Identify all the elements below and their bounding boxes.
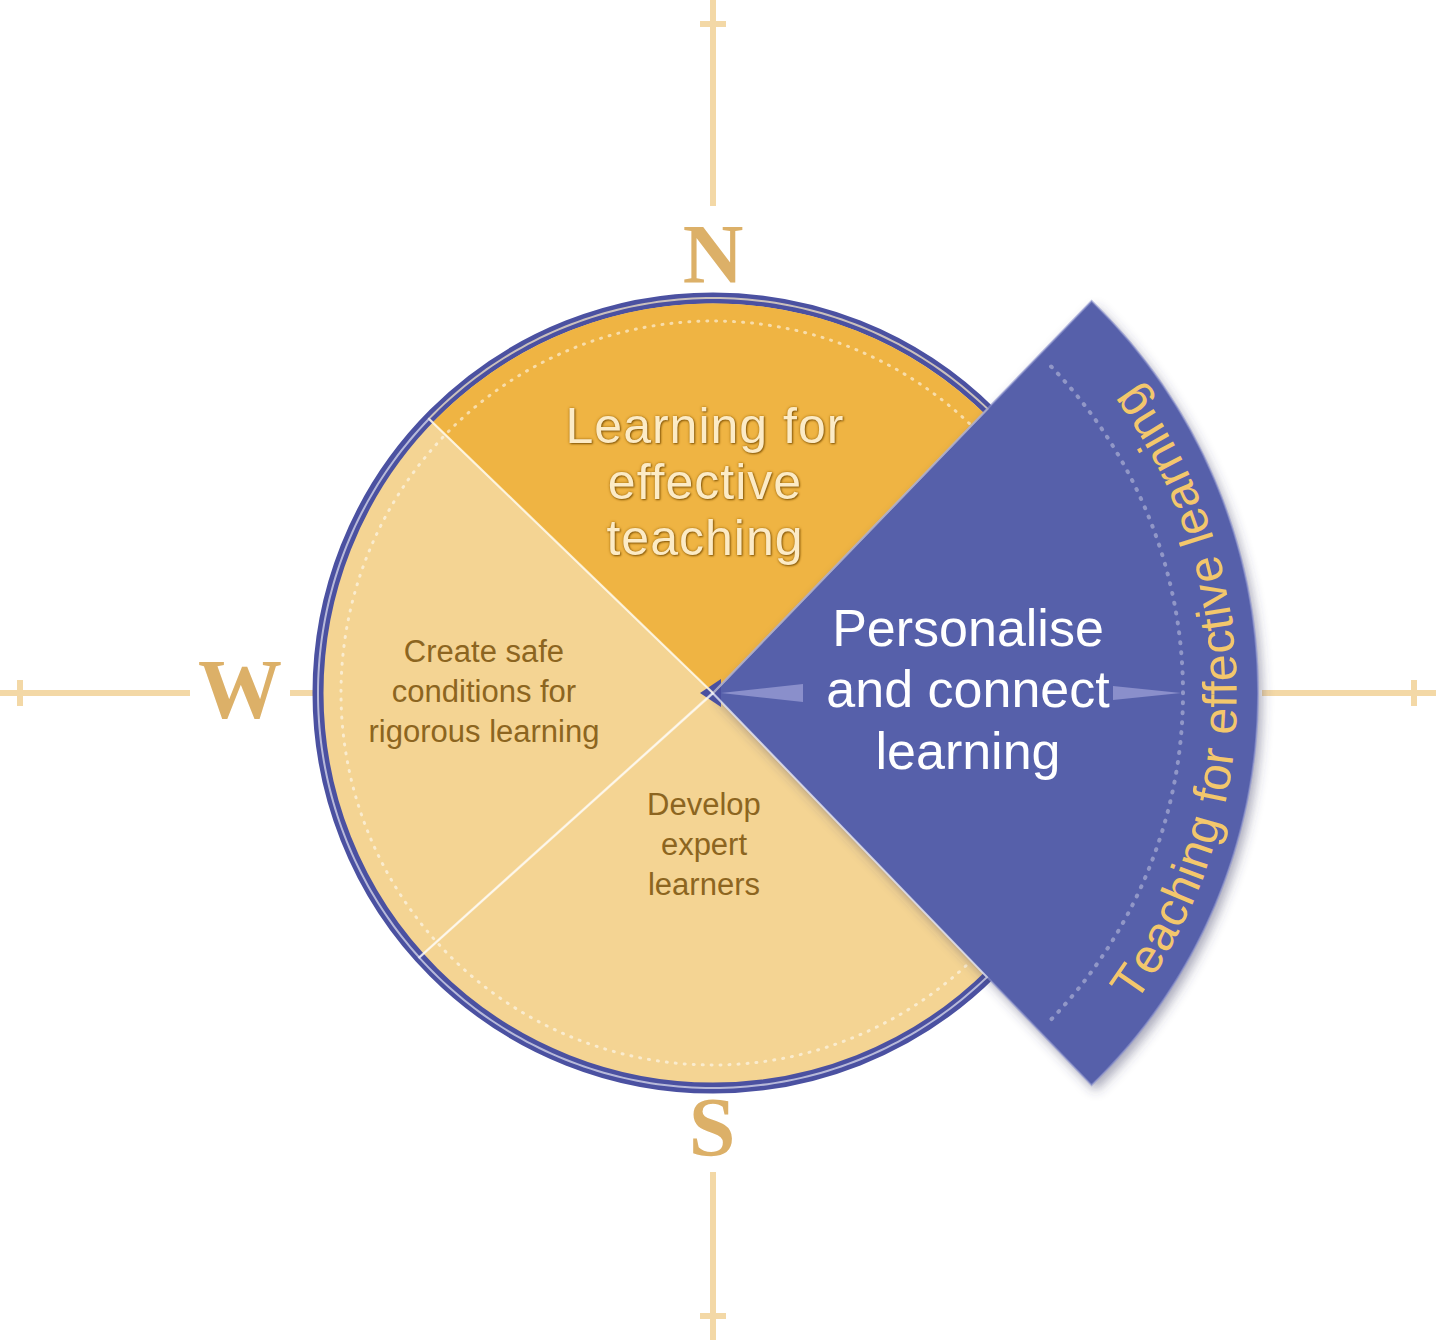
label-holder: S [689, 1086, 736, 1170]
compass-line [700, 1313, 726, 1319]
glyph: f [1197, 681, 1245, 695]
label-holder: N [683, 213, 744, 297]
glyph: f [1197, 694, 1245, 708]
compass-line [0, 690, 190, 696]
sector-outline-path [419, 693, 987, 1088]
compass-letter: S [689, 1086, 736, 1170]
glyph: e [1196, 653, 1245, 682]
compass-line [1411, 680, 1417, 706]
text-holder: Learning for effective teaching [525, 398, 885, 566]
wedge-text: Personalise and connect learning [803, 598, 1133, 782]
compass-letter: W [198, 648, 282, 732]
compass-line [700, 21, 726, 27]
compass-line [710, 0, 716, 206]
sector-text: Develop expert learners [604, 785, 804, 906]
needle [1113, 686, 1181, 700]
compass-line [17, 680, 23, 706]
text-holder: Personalise and connect learning [803, 598, 1133, 782]
sector-outline-path [713, 301, 1258, 1085]
text-holder: Develop expert learners [604, 785, 804, 906]
needle [721, 684, 803, 702]
label-holder: W [198, 648, 282, 732]
sector-heading: Learning for effective teaching [525, 398, 885, 566]
compass-letter: N [683, 213, 744, 297]
text-holder: Create safe conditions for rigorous lear… [353, 632, 615, 753]
compass-line [1262, 690, 1436, 696]
sector-text: Create safe conditions for rigorous lear… [353, 632, 615, 753]
glyph: e [1196, 706, 1245, 735]
